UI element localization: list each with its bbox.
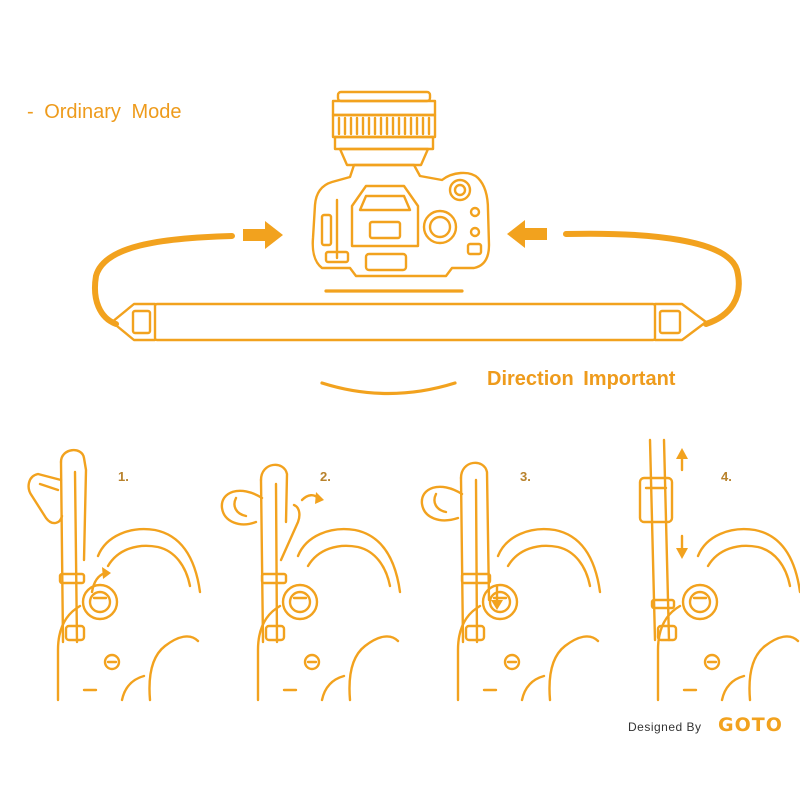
designed-by-label: Designed By [628, 720, 702, 734]
strap-band [110, 302, 708, 342]
step-3-number: 3. [520, 469, 531, 484]
curved-arrow-icon [90, 567, 111, 594]
camera-illustration [311, 90, 491, 278]
step-2-number: 2. [320, 469, 331, 484]
step-4-number: 4. [721, 469, 732, 484]
brand-logo: GOTO [718, 714, 783, 736]
direction-note: Direction Important [487, 368, 676, 390]
strap-cord-left [92, 233, 235, 327]
strap-cord-right [563, 230, 742, 327]
step-1-number: 1. [118, 469, 129, 484]
mode-title: - Ordinary Mode [27, 101, 182, 123]
arrow-right-icon [243, 221, 283, 249]
step-1-illustration [27, 449, 202, 702]
arrow-down-icon [676, 534, 688, 559]
arrow-up-icon [676, 448, 688, 472]
arrow-left-icon [507, 220, 547, 248]
direction-arc [320, 381, 457, 396]
step-2-illustration [220, 463, 402, 702]
arrow-down-icon [491, 584, 503, 610]
step-4-illustration [638, 438, 800, 702]
step-3-illustration [420, 461, 602, 702]
curved-arrow-icon [300, 492, 324, 504]
